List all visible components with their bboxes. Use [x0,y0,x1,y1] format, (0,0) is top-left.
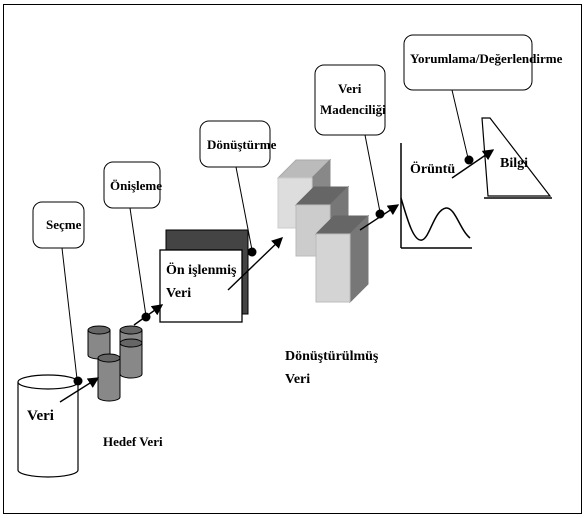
donusturulmus-cubes [276,158,370,304]
veri-madenciligi-callout [314,64,386,136]
callout-pointers [61,89,469,380]
yorumlama-label: Yorumlama/Değerlendirme [410,51,563,66]
veri-madenciligi-label-1: Veri [338,81,362,96]
oruntu-label: Örüntü [410,160,455,177]
junction-dots [73,155,474,386]
on-islenmis-label-1: Ön işlenmiş [166,261,237,278]
secme-callout [32,201,85,249]
on-islenmis-front-page [159,249,243,323]
bilgi-triangle [481,117,552,199]
hedef-veri-cylinders [87,325,143,402]
bilgi-label: Bilgi [500,156,528,171]
donusturulmus-label-1: Dönüştürülmüş [285,349,379,364]
donusturme-label: Dönüştürme [207,137,277,152]
onisleme-callout [103,161,161,209]
veri-label: Veri [27,408,54,424]
on-islenmis-label-2: Veri [166,286,191,301]
donusturme-callout [199,120,271,168]
oruntu-page [400,143,472,249]
veri-cylinder [17,374,79,478]
yorumlama-callout [403,34,533,91]
veri-madenciligi-label-2: Madenciliği [320,102,386,117]
secme-label: Seçme [46,217,82,232]
hedef-veri-label: Hedef Veri [103,434,163,449]
donusturulmus-label-2: Veri [285,372,310,387]
onisleme-label: Önişleme [110,178,162,193]
